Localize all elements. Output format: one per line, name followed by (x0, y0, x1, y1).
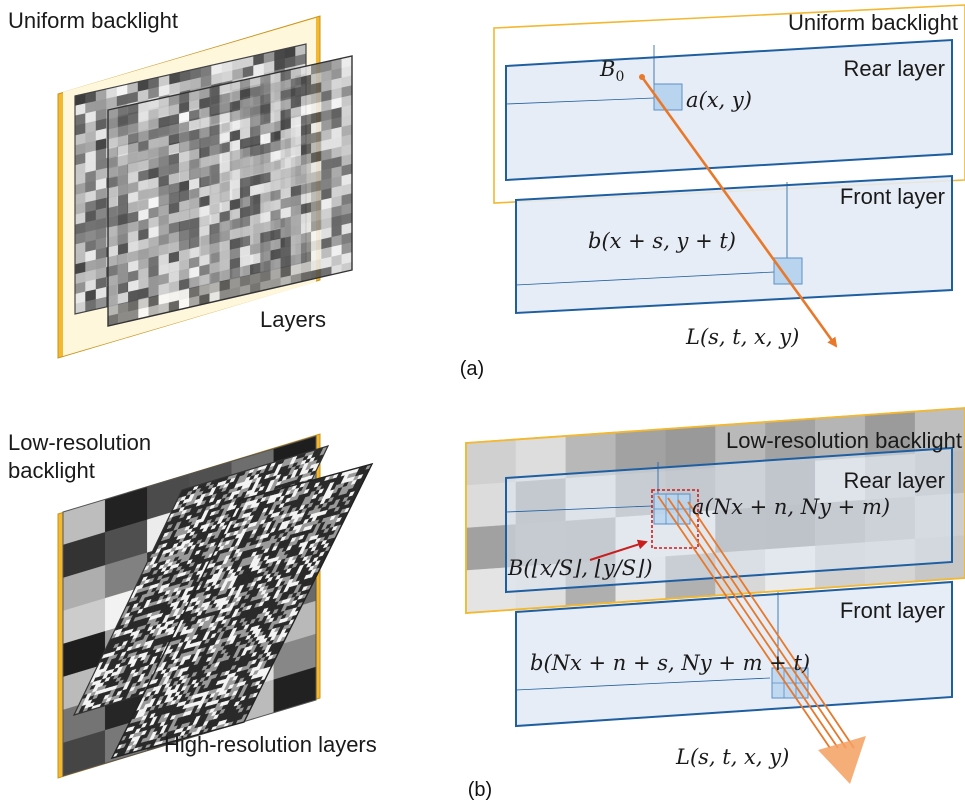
panel-a-illustration (57, 15, 353, 359)
schematic-a-front-label: Front layer (840, 184, 945, 209)
backlight-block-equation: B(⌊x/S⌋, ⌊y/S⌋) (507, 556, 653, 580)
panel-b-schematic (465, 407, 965, 784)
backlight-block-highlight (651, 489, 699, 549)
front-layer-illustration (107, 55, 353, 327)
rear-layer-plane-b (505, 446, 953, 594)
front-high-res-layer (110, 462, 374, 760)
front-layer-plane (515, 174, 953, 315)
ray-equation-b: L(s, t, x, y) (675, 745, 789, 769)
backlight-block-pointer (589, 539, 648, 561)
front-pixel-equation: b(x + s, y + t) (588, 229, 736, 253)
ray-bundle-arrowhead (818, 736, 866, 784)
rear-layer-plane (505, 38, 953, 182)
light-ray-bundle (657, 495, 855, 749)
backlight-symbol: B0 (599, 57, 624, 85)
panel-b-layers-label: High-resolution layers (164, 732, 377, 757)
caption-b: (b) (468, 779, 492, 801)
rear-pixel-box (653, 83, 683, 111)
panel-b-backlight-label-2: backlight (8, 458, 95, 483)
rear-pixel-equation-b: a(Nx + n, Ny + m) (692, 495, 890, 519)
panel-a-schematic (493, 4, 965, 348)
caption-a: (a) (460, 358, 484, 380)
panel-b-illustration (57, 433, 374, 779)
ray-equation-a: L(s, t, x, y) (685, 325, 799, 349)
schematic-b-front-label: Front layer (840, 598, 945, 623)
schematic-a-backlight-label: Uniform backlight (788, 10, 958, 35)
front-pixel-equation-b: b(Nx + n + s, Ny + m + t) (530, 651, 810, 675)
light-ray (640, 76, 838, 348)
panel-a-backlight-label: Uniform backlight (8, 8, 178, 33)
schematic-b-backlight-label: Low-resolution backlight (726, 428, 962, 453)
schematic-b-rear-label: Rear layer (844, 468, 945, 493)
front-layer-plane-b (515, 580, 953, 728)
schematic-a-rear-label: Rear layer (844, 56, 945, 81)
panel-a-layers-label: Layers (260, 307, 326, 332)
panel-b-backlight-label-1: Low-resolution (8, 430, 151, 455)
rear-pixel-equation: a(x, y) (686, 88, 752, 112)
low-res-backlight-plane (465, 407, 965, 614)
